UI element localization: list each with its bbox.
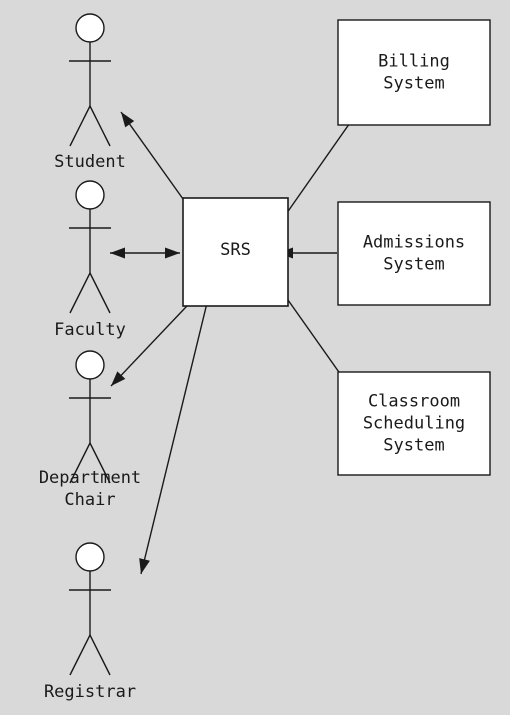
actor-head xyxy=(75,13,105,43)
actor-head xyxy=(75,542,105,572)
actor-right-leg xyxy=(89,272,111,314)
label-line: Classroom xyxy=(368,392,460,412)
stick-figure-icon xyxy=(69,542,111,676)
label-line: Admissions xyxy=(363,233,465,253)
actor-head xyxy=(75,350,105,380)
arrowhead xyxy=(111,371,126,386)
label-line: Billing xyxy=(378,52,450,72)
actor-label: Faculty xyxy=(54,320,126,340)
system-box-border xyxy=(337,371,491,476)
srs-label: SRS xyxy=(220,240,251,260)
actor-faculty[interactable]: Faculty xyxy=(54,180,126,340)
actor-label: Chair xyxy=(64,490,115,510)
arrowhead xyxy=(110,247,125,259)
actor-right-leg xyxy=(89,442,111,484)
label-line: System xyxy=(383,255,444,275)
actor-label: Registrar xyxy=(44,682,136,702)
actor-right-leg xyxy=(89,634,111,676)
actor-student[interactable]: Student xyxy=(54,13,126,172)
system-box-border xyxy=(337,201,491,306)
actor-head xyxy=(75,180,105,210)
arrowhead xyxy=(121,112,135,128)
actor-left-leg xyxy=(69,634,91,676)
actor-left-leg xyxy=(69,272,91,314)
label-line: Scheduling xyxy=(363,414,465,434)
actor-right-leg xyxy=(89,105,111,147)
srs-box-border xyxy=(182,197,289,307)
system-box-border xyxy=(337,19,491,126)
stick-figure-icon xyxy=(69,350,111,484)
actor-registrar[interactable]: Registrar xyxy=(44,542,136,702)
actor-label: Department xyxy=(39,468,141,488)
connector-faculty-srs xyxy=(110,247,180,259)
stick-figure-icon xyxy=(69,180,111,314)
connector-srs-registrar xyxy=(139,302,208,575)
label-line: System xyxy=(383,74,444,94)
arrowhead xyxy=(165,247,180,259)
actor-left-leg xyxy=(69,105,91,147)
label-line: System xyxy=(383,436,444,456)
stick-figure-icon xyxy=(69,13,111,147)
arrowhead xyxy=(139,558,150,574)
actor-label: Student xyxy=(54,152,126,172)
connector-line xyxy=(140,302,208,575)
actor-left-leg xyxy=(69,442,91,484)
srs-system-box[interactable]: SRS xyxy=(182,197,289,307)
